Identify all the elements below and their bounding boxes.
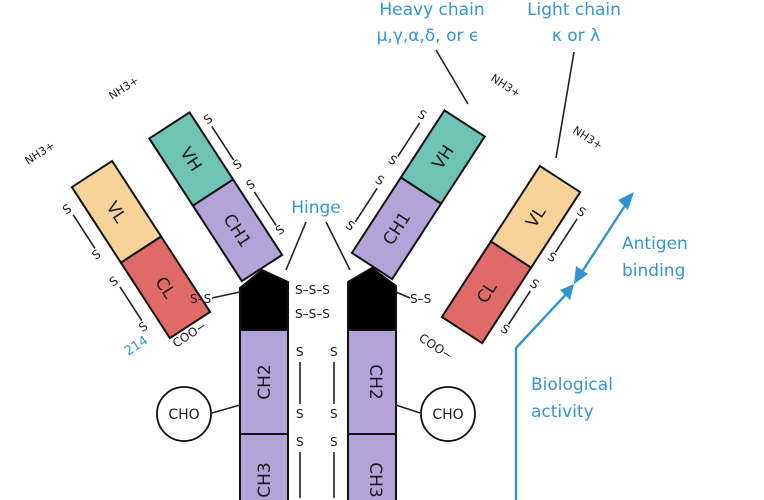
left-heavy-nh3-label: NH3+: [107, 74, 142, 103]
sulfur-label: S: [330, 407, 338, 421]
sulfur-label: S: [330, 345, 338, 359]
hinge-disulfides: S–S–S S–S–S: [295, 283, 330, 321]
sulfur-label: S: [498, 321, 512, 337]
right-light-chain: CL VL S S S S: [440, 164, 588, 345]
sulfur-label: S: [136, 319, 150, 335]
sulfur-label: S: [296, 435, 304, 449]
sulfur-label: S: [296, 407, 304, 421]
right-vh-domain: [399, 108, 487, 205]
right-heavy-nh3-label: NH3+: [488, 72, 523, 101]
right-cho-circle: [420, 386, 476, 442]
sulfur-label: S: [574, 204, 588, 220]
left-ch2-label: CH2: [255, 364, 275, 399]
antigen-label-line1: Antigen: [622, 234, 688, 254]
left-ch3-label: CH3: [255, 462, 275, 497]
sulfur-label: S: [330, 435, 338, 449]
heavy-chain-title: Heavy chain: [379, 0, 484, 20]
hinge-disulfide-1: S–S–S: [295, 283, 330, 297]
antigen-label-line2: binding: [622, 261, 685, 281]
sulfur-label: S: [296, 345, 304, 359]
right-hinge-block: [347, 266, 397, 331]
sulfur-label: S: [343, 218, 357, 234]
sulfur-label: S: [415, 107, 429, 123]
left-hinge-block: [239, 268, 289, 331]
antigen-arrowhead-down: [574, 266, 588, 284]
left-light-heavy-disulfide: S–S: [190, 292, 211, 306]
right-light-heavy-disulfide: S–S: [410, 292, 431, 306]
left-cho-circle: [156, 386, 212, 442]
sulfur-label: S: [528, 276, 542, 292]
left-ch2-domain: [239, 329, 289, 435]
sulfur-label: S: [244, 177, 258, 193]
left-light-nh3-label: NH3+: [23, 139, 58, 168]
bio-label-line2: activity: [531, 402, 594, 422]
hinge-disulfide-2: S–S–S: [295, 307, 330, 321]
left-cho-label: CHO: [168, 407, 199, 423]
left-light-chain: CL VL S S S S: [60, 159, 212, 340]
stem-disulfides: S S S S S S: [296, 345, 338, 498]
heavy-chain-classes: μ,γ,α,δ, or ϵ: [377, 26, 480, 46]
sulfur-label: S: [373, 172, 387, 188]
sulfur-label: S: [107, 274, 121, 290]
antigen-binding-arrow: [576, 197, 632, 279]
right-ch3-domain: [347, 433, 397, 500]
right-heavy-arm: CH1 VH S S S S: [343, 107, 487, 281]
right-light-nh3-label: NH3+: [570, 124, 605, 153]
biological-activity-arrow: [514, 289, 571, 500]
hinge-label: Hinge: [291, 198, 341, 218]
bio-label-line1: Biological: [531, 375, 613, 395]
sulfur-label: S: [89, 247, 103, 263]
right-ch2-label: CH2: [365, 364, 385, 399]
antigen-arrowhead-up: [618, 192, 634, 210]
right-light-coo-label: COO−: [416, 331, 455, 363]
light-chain-classes: κ or λ: [552, 26, 600, 46]
light-chain-title: Light chain: [527, 0, 621, 20]
left-vh-domain: [147, 110, 235, 207]
sulfur-label: S: [60, 201, 74, 217]
left-vl-domain: [70, 159, 163, 264]
residue-214-label: 214: [122, 333, 151, 359]
fc-stem: [239, 266, 397, 500]
biological-arrowhead: [560, 284, 574, 300]
sulfur-label: S: [231, 157, 245, 173]
right-cho-label: CHO: [432, 407, 463, 423]
right-ch3-label: CH3: [365, 462, 385, 497]
sulfur-label: S: [386, 152, 400, 168]
sulfur-label: S: [545, 249, 559, 265]
right-vl-domain: [489, 164, 582, 269]
sulfur-label: S: [273, 222, 287, 238]
sulfur-label: S: [201, 111, 215, 127]
left-ch3-domain: [239, 433, 289, 500]
